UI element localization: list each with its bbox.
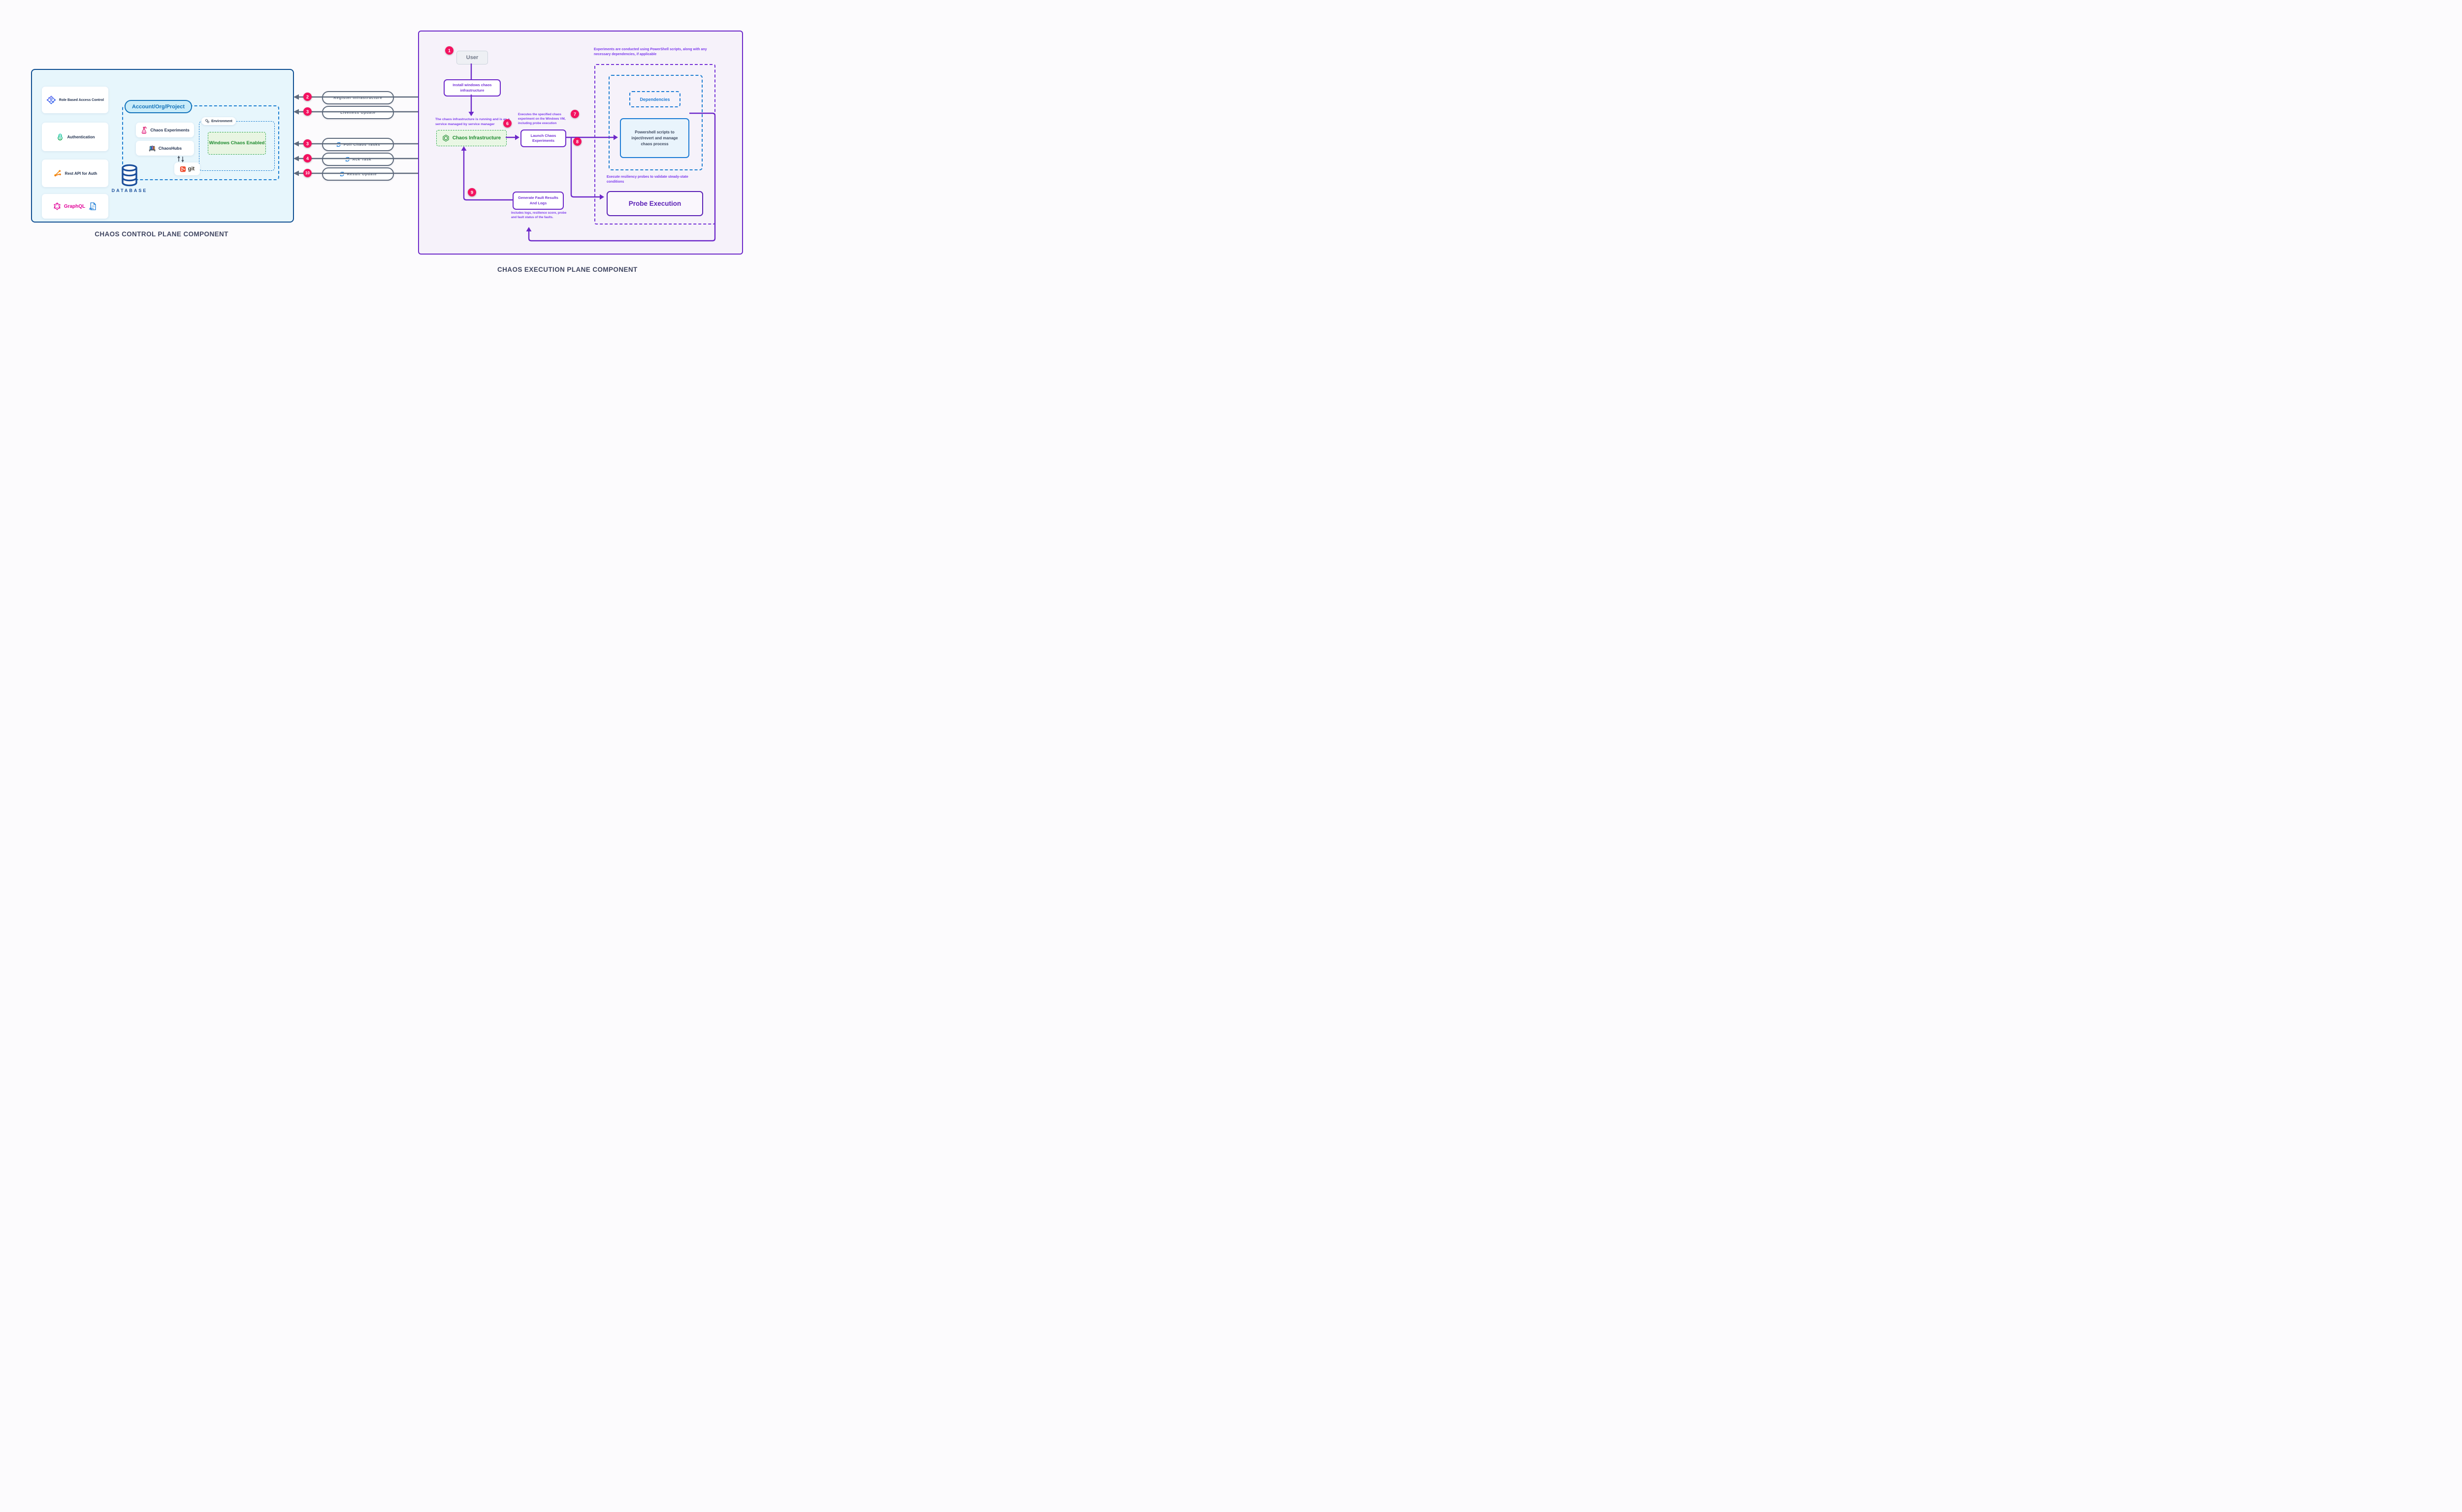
api-doc-icon: API (88, 202, 97, 211)
diagram-canvas: Role Based Access Control Authentication… (0, 0, 759, 302)
environment-pill: Environment (201, 117, 236, 125)
svg-text:API: API (89, 208, 94, 211)
generate-fault-results-box: Generate Fault Results And Logs (513, 192, 564, 210)
card-chaoshubs: ChaosHubs (136, 141, 194, 156)
powershell-scripts-box: Powershell scripts to inject/revert and … (620, 118, 689, 158)
step-badge-6: 6 (503, 119, 512, 128)
card-label: GraphQL (64, 203, 86, 209)
step-badge-9: 9 (468, 188, 476, 196)
launch-box-label: Launch Chaos Experiments (530, 133, 556, 143)
probe-caption: Execute resiliency probes to validate st… (607, 175, 688, 184)
user-box: User (456, 51, 488, 64)
account-org-project-pill: Account/Org/Project (125, 100, 192, 113)
auth-icon (56, 132, 65, 141)
card-role-based-access-control: Role Based Access Control (42, 87, 108, 113)
hexagon-icon (442, 134, 450, 142)
running-caption: The chaos infrastructure is running and … (435, 118, 510, 126)
step-badge-4: 4 (303, 154, 312, 162)
database-icon (121, 164, 138, 187)
step-badge-3: 3 (303, 107, 312, 116)
environment-label: Environment (211, 119, 232, 123)
windows-chaos-enabled-box: Windows Chaos Enabled (208, 132, 266, 155)
card-label: Authentication (67, 134, 95, 139)
executes-caption: Executes the specified chaos experiment … (518, 113, 566, 126)
connector-poll-chaos-tasks: Poll Chaos Tasks (322, 138, 394, 151)
card-label: Chaos Experiments (150, 128, 190, 132)
connector-label: Register Infrastructure (333, 96, 383, 100)
dependencies-label: Dependencies (640, 97, 670, 102)
control-plane-title: CHAOS CONTROL PLANE COMPONENT (95, 230, 228, 238)
rest-api-icon (53, 169, 62, 178)
card-rest-api-for-auth: Rest API for Auth (42, 160, 108, 187)
card-chaos-experiments: Chaos Experiments (136, 123, 194, 137)
step-badge-1: 1 (445, 46, 454, 55)
powershell-box-label: Powershell scripts to inject/revert and … (631, 129, 678, 146)
step-badge-10: 10 (303, 169, 312, 177)
git-label: git (188, 166, 195, 172)
database-label: DATABASE (111, 188, 148, 193)
account-scope-dashed-box (122, 105, 279, 180)
connector-result-update: Result Update (322, 167, 394, 181)
graphql-icon (53, 202, 61, 210)
probe-execution-box: Probe Execution (607, 191, 703, 216)
connector-label: Result Update (347, 172, 377, 176)
environment-icon (205, 119, 210, 124)
install-box-label: Install windows chaos infrastructure (453, 83, 492, 93)
connector-label: Poll Chaos Tasks (343, 142, 381, 147)
chaoshubs-icon (148, 144, 156, 152)
card-authentication: Authentication (42, 123, 108, 151)
environment-dashed-box (199, 121, 275, 171)
scope-pill-label: Account/Org/Project (132, 103, 185, 110)
step-badge-8: 8 (573, 137, 582, 146)
probe-execution-label: Probe Execution (628, 200, 681, 207)
connector-label: Liveness Update (340, 110, 376, 115)
card-label: ChaosHubs (158, 146, 182, 151)
sync-icon (345, 157, 350, 162)
connector-register-infrastructure: Register Infrastructure (322, 91, 394, 104)
sync-icon (336, 142, 341, 147)
connector-liveness-update: Liveness Update (322, 106, 394, 119)
step-badge-7: 7 (571, 110, 579, 118)
card-label: Role Based Access Control (59, 98, 104, 102)
includes-caption: Includes logs, resilience score, probe a… (511, 211, 567, 220)
git-icon (180, 166, 186, 172)
card-graphql: GraphQL API (42, 194, 108, 219)
launch-chaos-experiments-box: Launch Chaos Experiments (520, 129, 566, 147)
powershell-caption: Experiments are conducted using PowerShe… (594, 48, 707, 57)
sync-icon (339, 171, 345, 177)
step-badge-3b: 3 (303, 139, 312, 148)
dependencies-box: Dependencies (629, 91, 680, 107)
connector-ack-task: Ack Task (322, 153, 394, 166)
card-label: Rest API for Auth (65, 171, 97, 176)
step-badge-2: 2 (303, 93, 312, 101)
install-windows-chaos-infrastructure-box: Install windows chaos infrastructure (444, 79, 501, 97)
flask-icon (140, 126, 148, 134)
chaos-infrastructure-label: Chaos Infrastructure (452, 135, 501, 141)
generate-box-label: Generate Fault Results And Logs (518, 195, 558, 205)
windows-chaos-enabled-label: Windows Chaos Enabled (209, 140, 265, 146)
card-git: git (174, 162, 200, 175)
rbac-icon (46, 95, 56, 105)
chaos-infrastructure-box: Chaos Infrastructure (436, 130, 507, 146)
execution-plane-title: CHAOS EXECUTION PLANE COMPONENT (497, 266, 638, 273)
user-label: User (466, 55, 479, 61)
connector-label: Ack Task (352, 157, 372, 161)
